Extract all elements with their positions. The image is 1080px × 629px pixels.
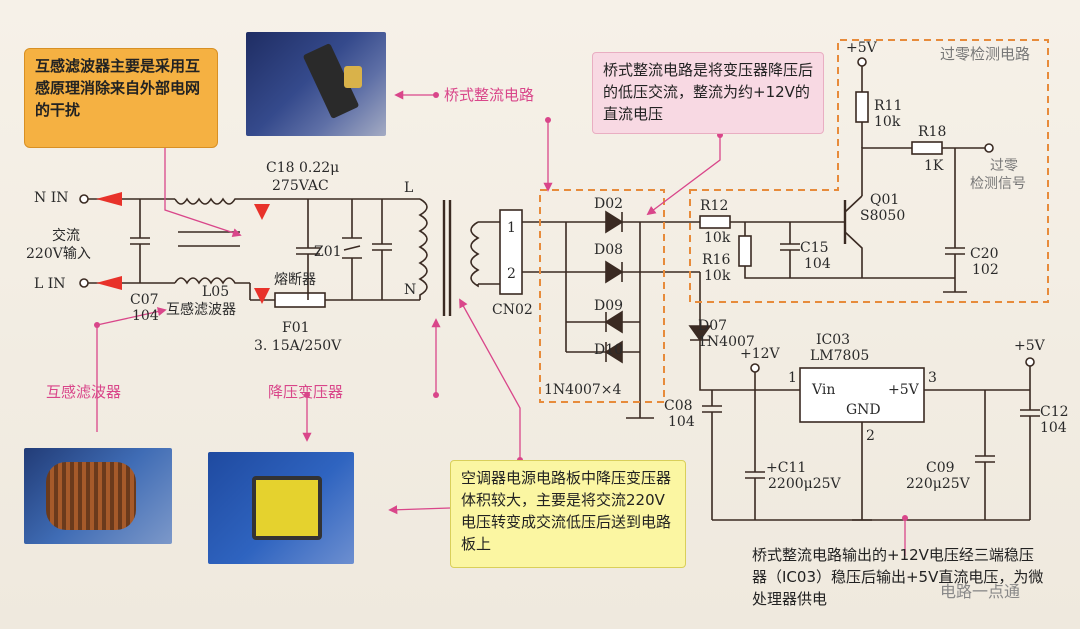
c09-label: C09 [926,460,955,476]
ic03-label: IC03 [816,332,851,348]
ac-label-1: 交流 [52,228,80,244]
c18-line2: 275VAC [272,178,329,194]
fuse-desc: 熔断器 [274,272,316,288]
diode-note: 1N4007×4 [544,382,622,398]
ic03-value: LM7805 [810,348,870,364]
plus5v-out: +5V [1014,338,1045,354]
cn02-pin1: 1 [507,220,516,236]
l05-name: L05 [202,284,230,300]
d08-label: D08 [594,242,624,258]
c12-label: C12 [1040,404,1069,420]
plus5v-top: +5V [846,40,877,56]
label-filter: 互感滤波器 [46,383,122,401]
label-bridge-rect: 桥式整流电路 [444,86,535,104]
r16-value: 10k [704,268,731,284]
bridge-callout: 桥式整流电路是将变压器降压后的低压交流，整流为约+12V的直流电压 [592,52,824,134]
f01-value: 3. 15A/250V [254,338,342,354]
d07-value: 1N4007 [698,334,755,350]
c09-value: 220μ25V [906,476,970,492]
r12-label: R12 [700,198,729,214]
c11-label: +C11 [766,460,807,476]
f01-label: F01 [282,320,310,336]
c08-value: 104 [668,414,695,430]
transformer-n: N [404,282,417,298]
c08-label: C08 [664,398,693,414]
transformer-callout-text: 空调器电源电路板中降压变压器体积较大，主要是将交流220V电压转变成交流低压后送… [461,469,672,553]
q01-value: S8050 [860,208,906,224]
c18-line1: C18 0.22μ [266,160,340,176]
n-in-label: N IN [34,190,69,206]
r12-value: 10k [704,230,731,246]
ac-label-2: 220V输入 [26,246,91,262]
ic03-pin1: 1 [788,370,797,386]
filter-callout-text: 互感滤波器主要是采用互感原理消除来自外部电网的干扰 [35,57,201,119]
transformer-l: L [404,180,414,196]
cn02-pin2: 2 [507,266,516,282]
c07-value: 104 [132,308,159,324]
regulator-callout-text: 桥式整流电路输出的+12V电压经三端稳压器（IC03）稳压后输出+5V直流电压，… [752,546,1044,608]
ic03-gnd: GND [846,402,881,418]
c07-name: C07 [130,292,159,308]
filter-photo [24,448,172,544]
cn02-label: CN02 [492,302,533,318]
c12-value: 104 [1040,420,1067,436]
ic03-pin3: 3 [928,370,937,386]
d10-label: D10 [594,342,624,358]
r11-label: R11 [874,98,903,114]
r18-label: R18 [918,124,947,140]
bridge-photo [246,32,386,136]
c15-value: 104 [804,256,831,272]
watermark: 电路一点通 [940,582,1021,601]
z01-label: Z01 [314,244,342,260]
d02-label: D02 [594,196,624,212]
label-zero-cross: 过零检测电路 [940,45,1031,63]
c20-label: C20 [970,246,999,262]
c11-value: 2200μ25V [768,476,841,492]
zc-signal-2: 检测信号 [970,176,1026,192]
filter-callout: 互感滤波器主要是采用互感原理消除来自外部电网的干扰 [24,48,218,148]
ic03-vout: +5V [888,382,919,398]
d09-label: D09 [594,298,624,314]
regulator-callout: 桥式整流电路输出的+12V电压经三端稳压器（IC03）稳压后输出+5V直流电压，… [742,538,1058,616]
label-transformer: 降压变压器 [268,383,344,401]
r16-label: R16 [702,252,731,268]
r18-value: 1K [924,158,944,174]
q01-label: Q01 [870,192,900,208]
ic03-vin: Vin [812,382,836,398]
ic03-pin2: 2 [866,428,875,444]
l05-desc: 互感滤波器 [166,302,236,318]
r11-value: 10k [874,114,901,130]
transformer-callout: 空调器电源电路板中降压变压器体积较大，主要是将交流220V电压转变成交流低压后送… [450,460,686,568]
plus12v-label: +12V [740,346,780,362]
transformer-photo [208,452,354,564]
l-in-label: L IN [34,276,66,292]
bridge-callout-text: 桥式整流电路是将变压器降压后的低压交流，整流为约+12V的直流电压 [603,61,814,123]
zc-signal-1: 过零 [990,158,1018,174]
d07-label: D07 [698,318,728,334]
c20-value: 102 [972,262,999,278]
c15-label: C15 [800,240,829,256]
